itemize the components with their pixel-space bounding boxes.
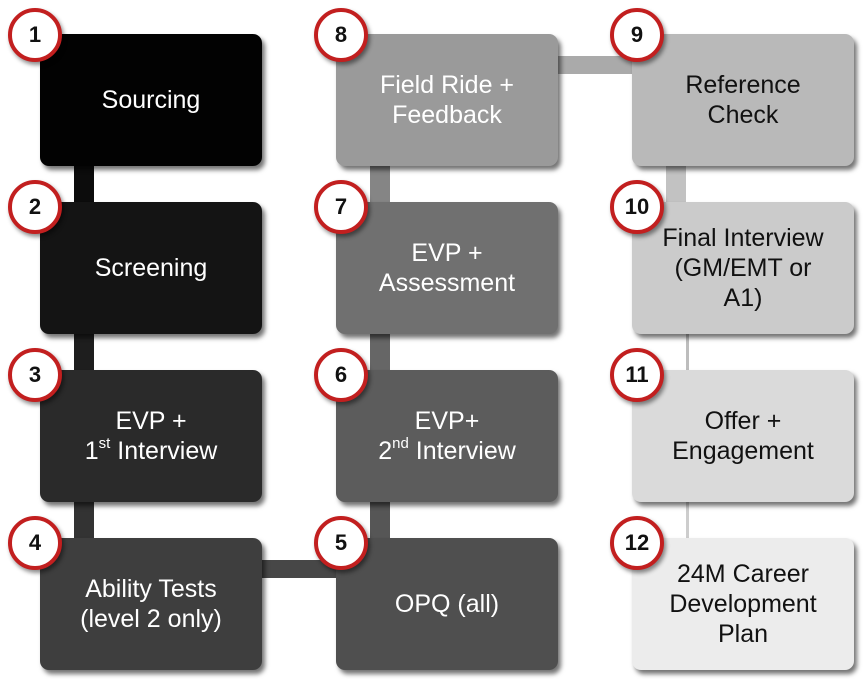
step-label-3: EVP +1st Interview — [84, 407, 218, 465]
connector-9-10 — [666, 160, 686, 210]
step-number-badge-7: 7 — [314, 180, 368, 234]
step-label-5: OPQ (all) — [394, 590, 500, 618]
step-label-10: Final Interview (GM/EMT or A1) — [662, 224, 824, 312]
step-number-badge-3: 3 — [8, 348, 62, 402]
step-box-9: Reference Check — [632, 34, 854, 166]
step-box-6: EVP+2nd Interview — [336, 370, 558, 502]
step-box-4: Ability Tests (level 2 only) — [40, 538, 262, 670]
step-label-6: EVP+2nd Interview — [378, 407, 516, 465]
step-label-3-line1: EVP + — [115, 407, 187, 435]
step-number-badge-5: 5 — [314, 516, 368, 570]
step-box-2: Screening — [40, 202, 262, 334]
step-box-12: 24M Career Development Plan — [632, 538, 854, 670]
connector-3-4 — [74, 498, 94, 548]
step-number-badge-11: 11 — [610, 348, 664, 402]
step-number-badge-9: 9 — [610, 8, 664, 62]
step-label-4: Ability Tests (level 2 only) — [80, 575, 222, 633]
step-label-1: Sourcing — [101, 86, 201, 114]
step-number-badge-12: 12 — [610, 516, 664, 570]
step-box-5: OPQ (all) — [336, 538, 558, 670]
connector-2-3 — [74, 330, 94, 380]
step-box-3: EVP +1st Interview — [40, 370, 262, 502]
step-box-7: EVP + Assessment — [336, 202, 558, 334]
step-label-8: Field Ride + Feedback — [379, 71, 515, 129]
step-label-2: Screening — [94, 254, 208, 282]
step-number-badge-6: 6 — [314, 348, 368, 402]
step-box-10: Final Interview (GM/EMT or A1) — [632, 202, 854, 334]
connector-1-2 — [74, 160, 94, 210]
step-label-11: Offer + Engagement — [672, 407, 814, 465]
step-label-9: Reference Check — [685, 71, 801, 129]
step-label-7: EVP + Assessment — [378, 239, 516, 297]
step-number-badge-4: 4 — [8, 516, 62, 570]
step-label-12: 24M Career Development Plan — [669, 560, 817, 648]
connector-7-8 — [370, 160, 390, 210]
step-number-badge-2: 2 — [8, 180, 62, 234]
connector-8-9 — [554, 56, 644, 74]
step-box-1: Sourcing — [40, 34, 262, 166]
step-number-badge-8: 8 — [314, 8, 368, 62]
connector-11-12 — [686, 498, 689, 548]
step-number-badge-1: 1 — [8, 8, 62, 62]
step-box-11: Offer + Engagement — [632, 370, 854, 502]
connector-6-7 — [370, 330, 390, 380]
step-number-badge-10: 10 — [610, 180, 664, 234]
connector-10-11 — [686, 330, 689, 380]
step-box-8: Field Ride + Feedback — [336, 34, 558, 166]
connector-5-6 — [370, 498, 390, 548]
